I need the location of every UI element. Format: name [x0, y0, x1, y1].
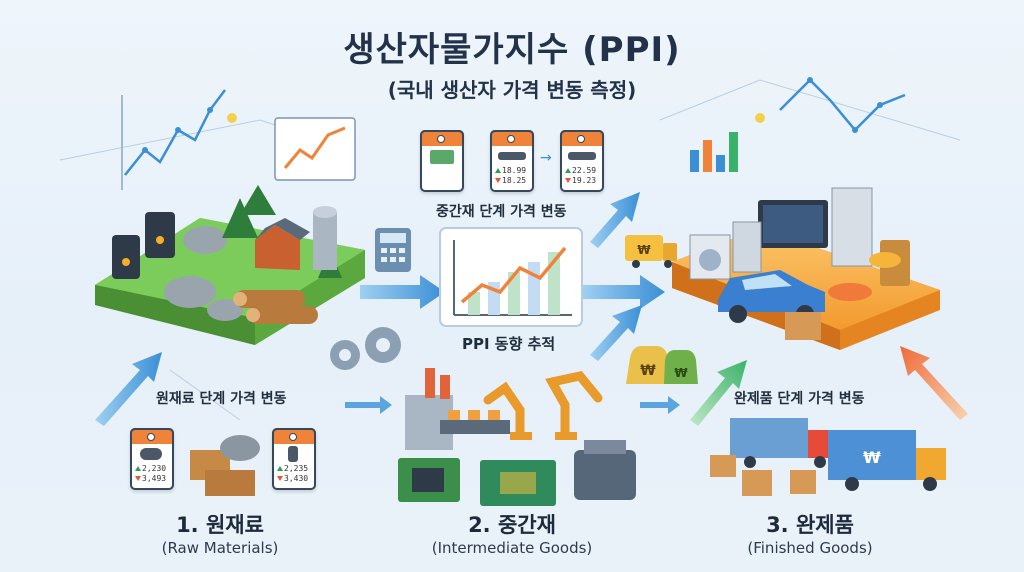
mini-chart-card	[274, 117, 356, 181]
intermediate-tag-box	[420, 130, 464, 192]
raw-materials-platform	[95, 185, 365, 345]
page-subtitle: (국내 생산자 가격 변동 측정)	[387, 78, 637, 102]
price-tag-raw-left: 2,230 3,493	[130, 428, 174, 490]
arrow-right-icon: →	[540, 150, 552, 166]
ppi-chart-card	[439, 227, 583, 327]
price-tag-intermediate-left: 18.99 18.25	[490, 130, 534, 192]
ppi-trend-label: PPI 동향 추적	[462, 335, 556, 353]
flow-arrows	[95, 192, 968, 426]
price-value: 19.23	[572, 176, 597, 185]
price-value: 2,235	[284, 464, 309, 473]
price-tag-raw-right: 2,235 3,430	[272, 428, 316, 490]
price-tag	[420, 130, 464, 192]
price-value: 3,493	[142, 474, 167, 483]
chip-illustration	[398, 458, 556, 506]
trend-chart-right	[690, 77, 906, 172]
finished-stage-english: (Finished Goods)	[747, 539, 873, 557]
money-bags-illustration: ₩ ₩	[626, 346, 698, 384]
price-value: 18.25	[502, 176, 527, 185]
trucks-illustration: ₩	[710, 418, 946, 496]
svg-text:₩: ₩	[863, 448, 881, 467]
raw-stage-english: (Raw Materials)	[161, 539, 279, 557]
price-value: 22.59	[572, 166, 597, 175]
intermediate-stage-title: 2. 중간재	[468, 513, 556, 537]
factory-illustration	[405, 368, 510, 450]
engine-illustration	[574, 440, 636, 500]
price-value: 2,230	[142, 464, 167, 473]
finished-stage-title: 3. 완제품	[766, 513, 854, 537]
trend-chart-left	[121, 89, 237, 190]
intermediate-stage-english: (Intermediate Goods)	[431, 539, 593, 557]
svg-text:₩: ₩	[640, 363, 656, 379]
intermediate-stage-label: 중간재 단계 가격 변동	[436, 204, 567, 220]
svg-text:₩: ₩	[637, 243, 651, 257]
raw-materials-pile	[190, 435, 260, 496]
robot-arm-illustration	[483, 371, 603, 440]
raw-stage-label: 원재료 단계 가격 변동	[156, 391, 287, 407]
svg-text:₩: ₩	[674, 366, 688, 380]
delivery-van-illustration: ₩	[625, 235, 677, 268]
page-title: 생산자물가지수 (PPI)	[343, 30, 681, 70]
calculator-icon	[375, 228, 411, 272]
price-value: 18.99	[502, 166, 527, 175]
price-value: 3,430	[284, 474, 309, 483]
gear-icon	[330, 327, 401, 370]
finished-goods-platform	[672, 187, 940, 350]
raw-stage-title: 1. 원재료	[176, 513, 264, 537]
price-tag-intermediate-right: 22.59 19.23	[560, 130, 604, 192]
finished-stage-label: 완제품 단계 가격 변동	[734, 391, 865, 407]
